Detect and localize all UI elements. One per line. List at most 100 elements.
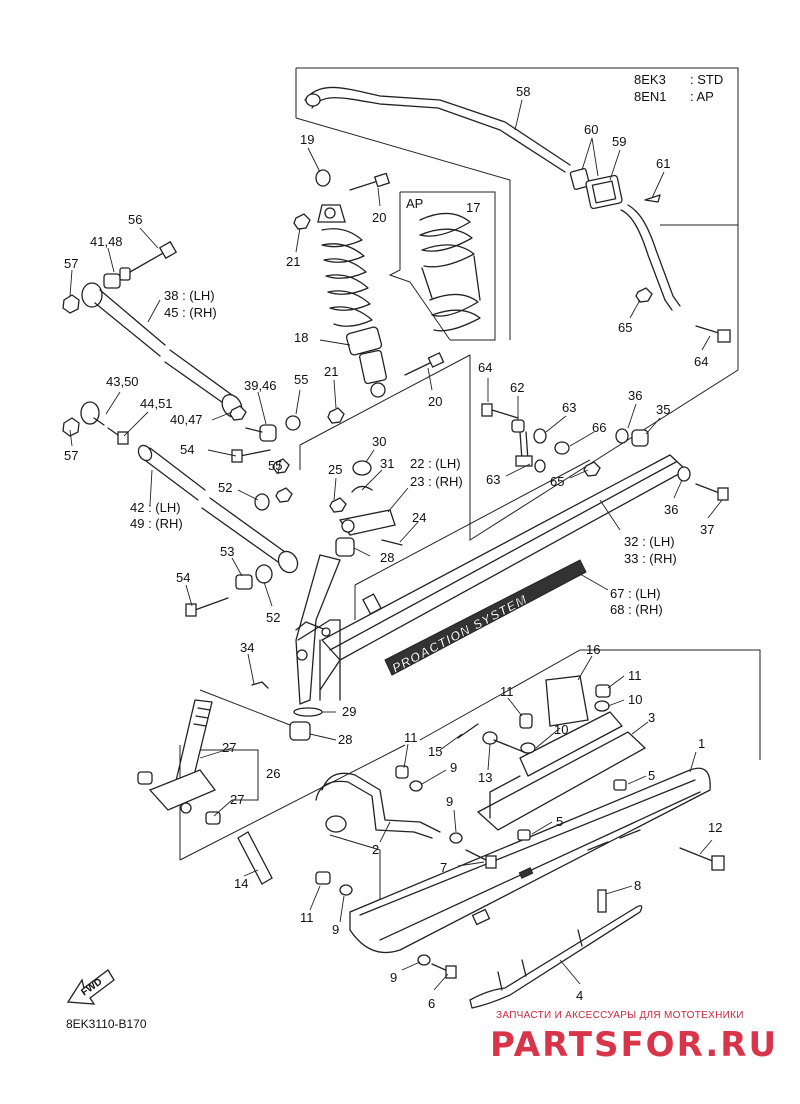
callout-20-lower: 20 [428, 394, 442, 409]
callout-36-lower: 36 [664, 502, 678, 517]
decal-text: PROACTION SYSTEM [389, 591, 530, 675]
callout-11-right: 11 [628, 668, 642, 683]
callout-6: 6 [428, 996, 435, 1011]
callout-2: 2 [372, 842, 379, 857]
ap-label: AP [406, 196, 423, 211]
callout-21-upper: 21 [286, 254, 300, 269]
shock-spring [321, 228, 373, 327]
callout-60: 60 [584, 122, 598, 137]
callout-27-lower: 27 [230, 792, 244, 807]
callout-43-50: 43,50 [106, 374, 139, 389]
callout-9-upper: 9 [450, 760, 457, 775]
legend: 8EK3 : STD 8EN1 : AP [634, 72, 723, 104]
shock-absorber [293, 169, 445, 424]
callout-35: 35 [656, 402, 670, 417]
callout-15: 15 [428, 744, 442, 759]
callout-63-upper: 63 [562, 400, 576, 415]
callout-54-upper: 54 [180, 442, 194, 457]
callout-27-upper: 27 [222, 740, 236, 755]
callout-3: 3 [648, 710, 655, 725]
callout-36-upper: 36 [628, 388, 642, 403]
callout-labels: 5 8 60 5 9 61 1 9 20 17 21 56 41,48 57 38 :… [64, 84, 722, 1011]
watermark-tagline: ЗАПЧАСТИ И АКСЕССУАРЫ ДЛЯ МОТОТЕХНИКИ [496, 1010, 744, 1021]
callout-40-47: 40,47 [170, 412, 203, 427]
callout-4: 4 [576, 988, 583, 1003]
callout-26: 26 [266, 766, 280, 781]
callout-55-lower: 55 [268, 458, 282, 473]
callout-28-upper: 28 [380, 550, 394, 565]
callout-22-lh: 22 : (LH) [410, 456, 461, 471]
callout-25: 25 [328, 462, 342, 477]
callout-62: 62 [510, 380, 524, 395]
callout-57-upper: 57 [64, 256, 78, 271]
legend-code-std: 8EK3 [634, 72, 666, 87]
callout-17: 17 [466, 200, 480, 215]
callout-8: 8 [634, 878, 641, 893]
callout-9-lower: 9 [332, 922, 339, 937]
callout-10-right: 10 [628, 692, 642, 707]
callout-53: 53 [220, 544, 234, 559]
callout-5-right: 5 [648, 768, 655, 783]
callout-9-middle: 9 [446, 794, 453, 809]
callout-55-upper: 55 [294, 372, 308, 387]
callout-61: 61 [656, 156, 670, 171]
callout-11-center: 11 [500, 684, 514, 699]
ski [315, 767, 725, 1009]
callout-7: 7 [440, 860, 447, 875]
spindle-assembly [251, 460, 403, 741]
upper-link-rod [62, 240, 243, 418]
callout-67-lh: 67 : (LH) [610, 586, 661, 601]
callout-1: 1 [698, 736, 705, 751]
callout-28-lower: 28 [338, 732, 352, 747]
callout-31: 31 [380, 456, 394, 471]
group-frame-lines [179, 67, 761, 900]
callout-30: 30 [372, 434, 386, 449]
callout-10-center: 10 [554, 722, 568, 737]
callout-37: 37 [700, 522, 714, 537]
legend-type-std: : STD [690, 72, 723, 87]
watermark: ЗАПЧАСТИ И АКСЕССУАРЫ ДЛЯ МОТОТЕХНИКИ PA… [490, 1010, 778, 1065]
callout-20-upper: 20 [372, 210, 386, 225]
callout-9-bottom: 9 [390, 970, 397, 985]
callout-65-upper: 65 [618, 320, 632, 335]
callout-42-lh: 42 : (LH) [130, 500, 181, 515]
steering-arm-assembly [137, 699, 273, 885]
callout-39-46: 39,46 [244, 378, 277, 393]
watermark-brand: PARTSFOR.RU [490, 1025, 778, 1065]
callout-29: 29 [342, 704, 356, 719]
lower-link-rod [62, 401, 301, 617]
callout-5-center: 5 [556, 814, 563, 829]
callout-44-51: 44,51 [140, 396, 173, 411]
callout-21-lower: 21 [324, 364, 338, 379]
callout-52-upper: 52 [218, 480, 232, 495]
callout-13: 13 [478, 770, 492, 785]
diagram-code: 8EK3110-B170 [66, 1017, 147, 1031]
callout-11-left: 11 [404, 730, 418, 745]
stabilizer-bar [304, 86, 681, 311]
callout-18: 18 [294, 330, 308, 345]
ap-spring-detail: AP [388, 191, 496, 341]
ski-box [315, 675, 647, 979]
decal-proaction: PROACTION SYSTEM [384, 559, 587, 676]
callout-65-lower: 65 [550, 474, 564, 489]
callout-14: 14 [234, 876, 248, 891]
callout-57-lower: 57 [64, 448, 78, 463]
callout-41-48: 41,48 [90, 234, 123, 249]
callout-64-middle: 64 [478, 360, 492, 375]
callout-12: 12 [708, 820, 722, 835]
callout-56: 56 [128, 212, 142, 227]
callout-66: 66 [592, 420, 606, 435]
callout-63-lower: 63 [486, 472, 500, 487]
callout-38-lh: 38 : (LH) [164, 288, 215, 303]
callout-24: 24 [412, 510, 426, 525]
callout-54-lower: 54 [176, 570, 190, 585]
callout-23-rh: 23 : (RH) [410, 474, 463, 489]
fwd-arrow: FWD [66, 969, 115, 1005]
callout-34: 34 [240, 640, 254, 655]
legend-code-ap: 8EN1 [634, 89, 667, 104]
legend-type-ap: : AP [690, 89, 714, 104]
callout-68-rh: 68 : (RH) [610, 602, 663, 617]
callout-64-upper: 64 [694, 354, 708, 369]
callout-49-rh: 49 : (RH) [130, 516, 183, 531]
